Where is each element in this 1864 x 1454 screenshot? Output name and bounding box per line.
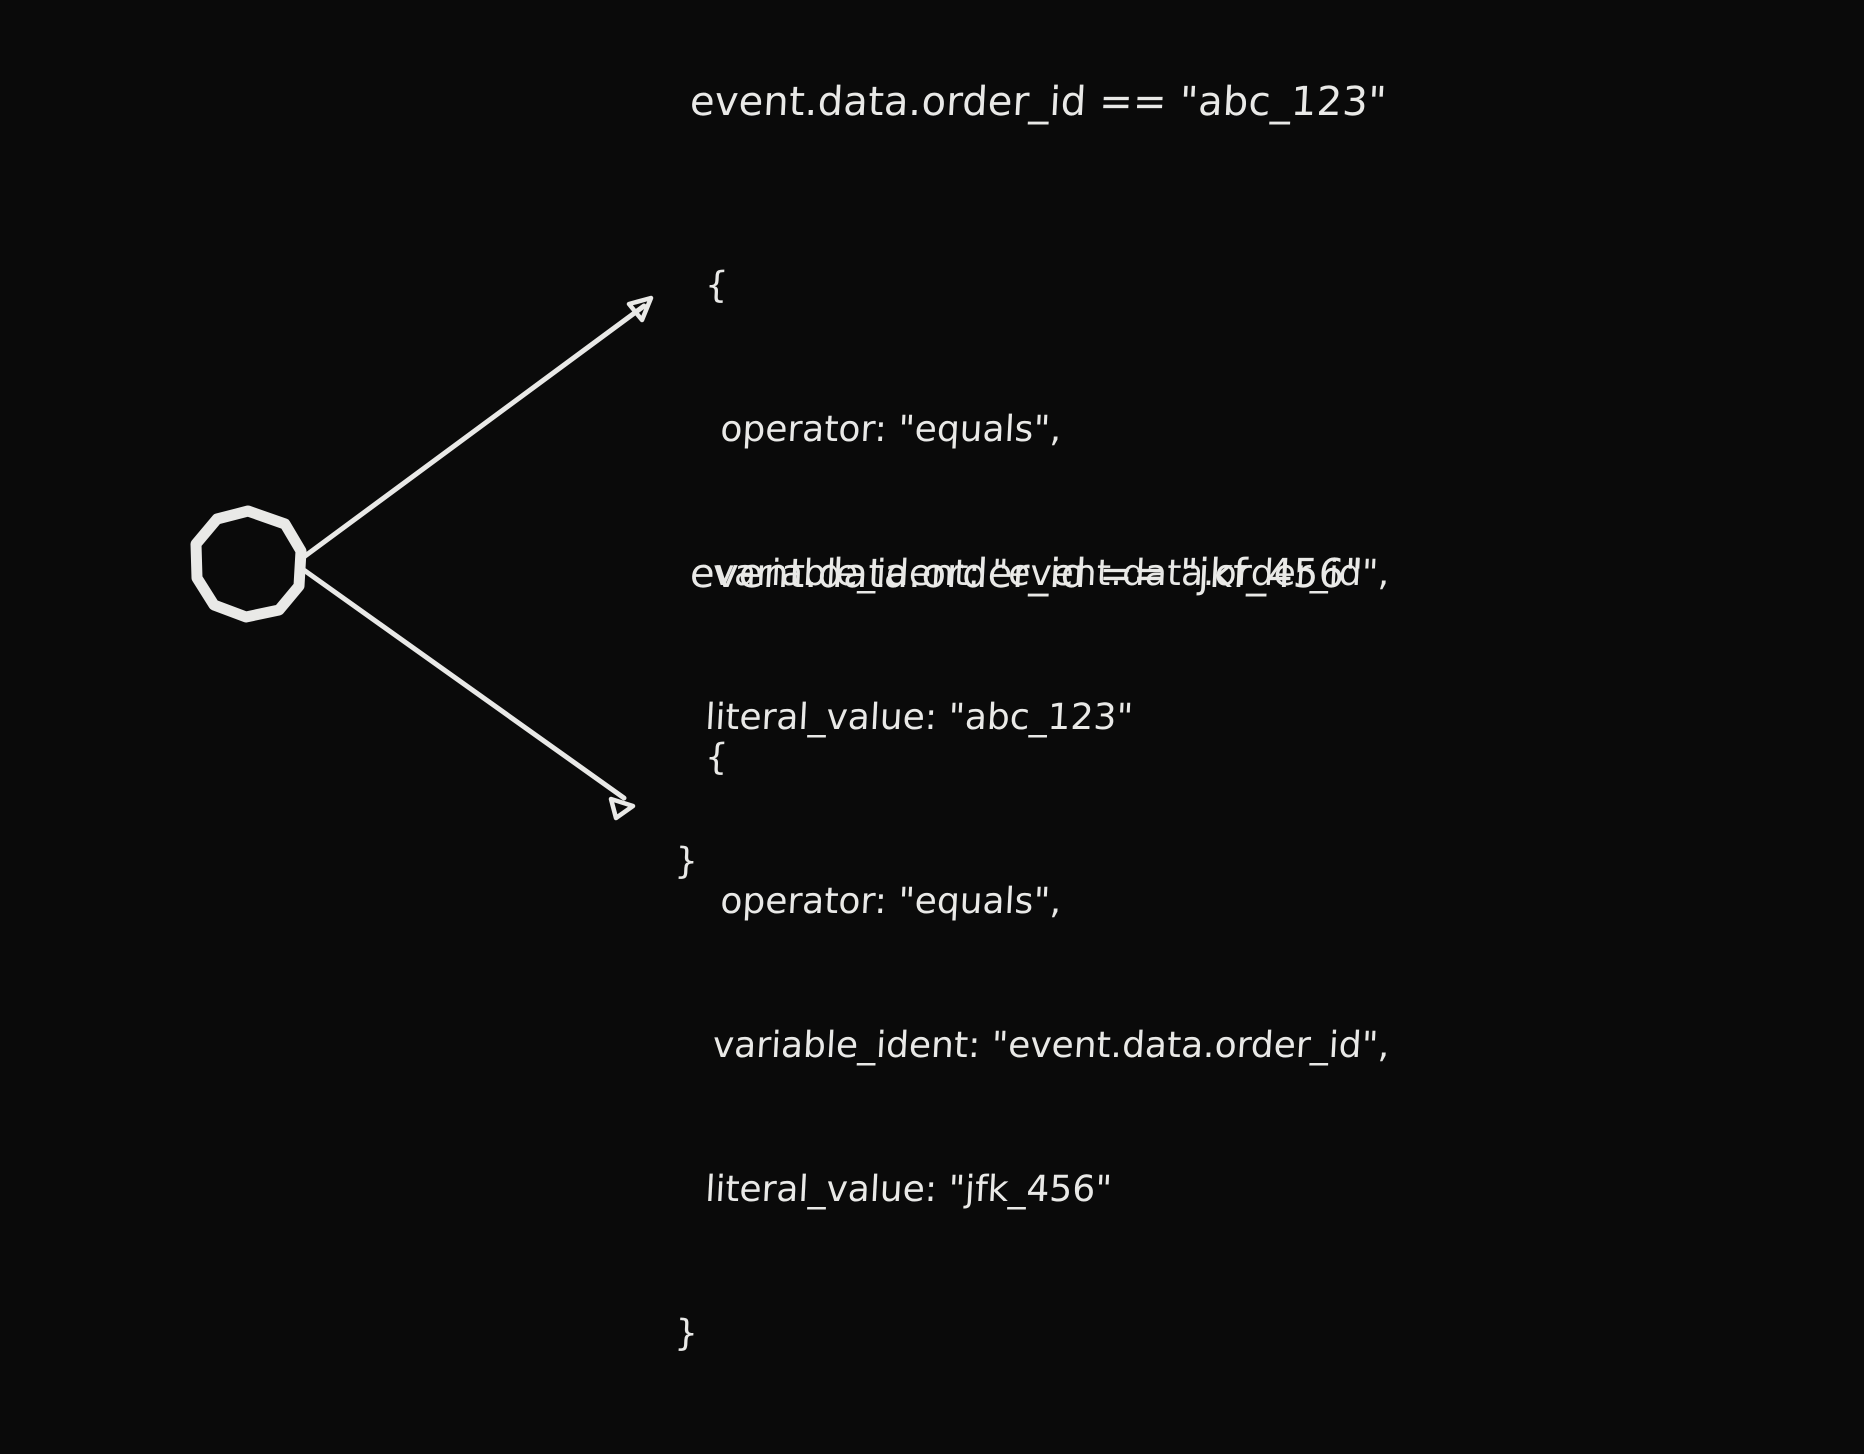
code-line: variable_ident: "event.data.order_id", [688,1025,1391,1066]
code-line: literal_value: "jfk_456" [681,1169,1113,1210]
code-line: operator: "equals", [696,409,1063,450]
branch-heading-0: event.data.order_id == "abc_123" [688,79,1388,125]
branch-block-1[interactable]: event.data.order_id == "jkf_456" { opera… [674,550,1391,1454]
code-line: operator: "equals", [696,881,1063,922]
branch-code-1: { operator: "equals", variable_ident: "e… [669,638,1411,1454]
code-line: { [704,737,730,778]
branch-heading-1: event.data.order_id == "jkf_456" [688,551,1365,597]
code-line: } [673,1313,699,1354]
diagram-canvas: event.data.order_id == "abc_123" { opera… [190,79,1391,1354]
code-line: { [704,265,730,306]
text-layer: event.data.order_id == "abc_123" { opera… [674,79,1391,1354]
